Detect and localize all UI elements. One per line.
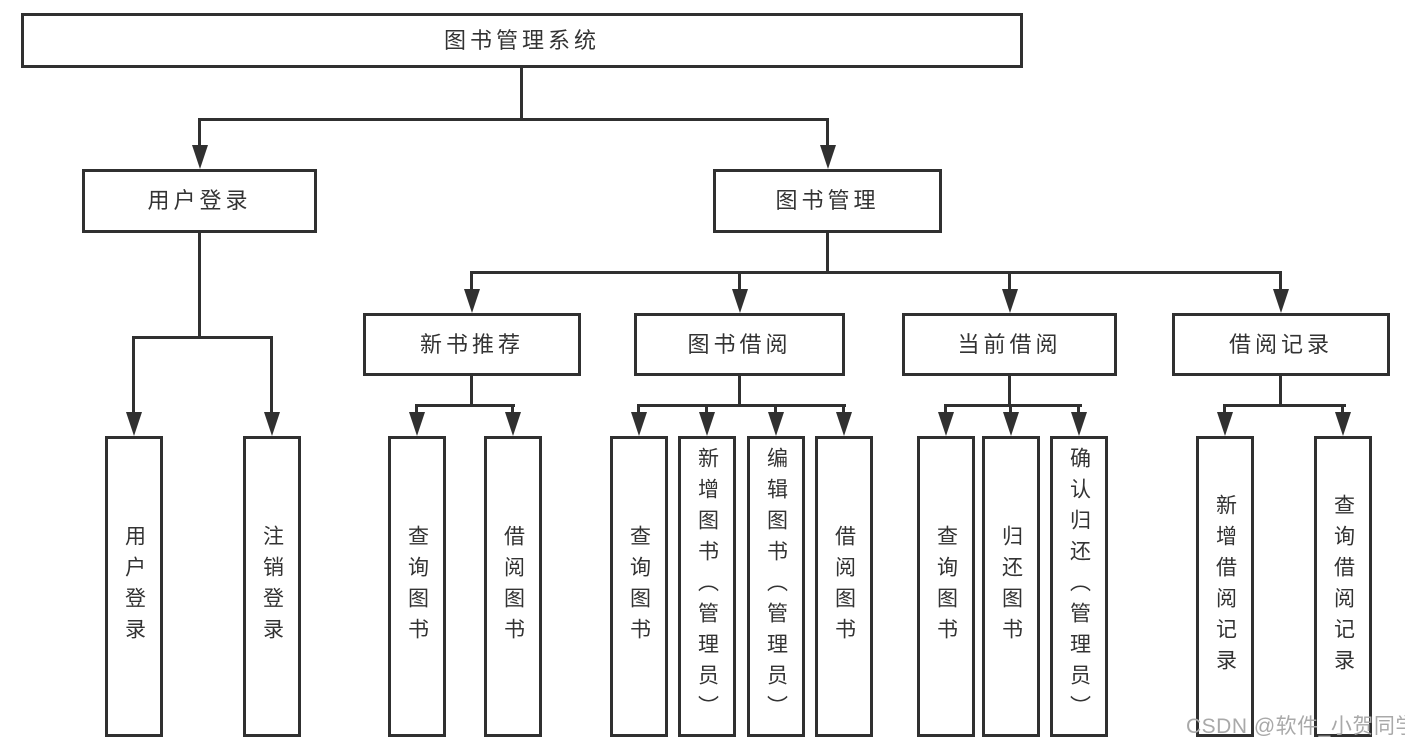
connector-line [198, 118, 829, 121]
leaf-return-books: 归还图书 [982, 436, 1040, 737]
leaf-borrow-books-borrowing-label: 借阅图书 [832, 524, 856, 649]
connector-line [415, 404, 418, 414]
leaf-borrow-books-recommend-label: 借阅图书 [501, 524, 525, 649]
connector-line [1279, 375, 1282, 407]
connector-line [842, 404, 845, 414]
arrow-down-icon [126, 412, 142, 436]
connector-line [198, 118, 201, 148]
leaf-query-books-borrowing-label: 查询图书 [627, 524, 651, 649]
arrow-down-icon [820, 145, 836, 169]
connector-line [520, 68, 523, 120]
connector-line [637, 404, 846, 407]
node-current-borrowing: 当前借阅 [902, 313, 1117, 376]
arrow-down-icon [732, 289, 748, 313]
connector-line [1223, 404, 1346, 407]
connector-line [944, 404, 947, 414]
arrow-down-icon [938, 412, 954, 436]
leaf-query-books-borrowing: 查询图书 [610, 436, 668, 737]
csdn-watermark: CSDN @软件_小贺同学 [1186, 715, 1405, 738]
connector-line [738, 271, 741, 292]
leaf-return-books-label: 归还图书 [999, 524, 1023, 649]
arrow-down-icon [192, 145, 208, 169]
connector-line [1008, 271, 1011, 292]
connector-line [1341, 404, 1344, 414]
node-book-borrowing: 图书借阅 [634, 313, 845, 376]
arrow-down-icon [1335, 412, 1351, 436]
connector-line [826, 118, 829, 148]
arrow-down-icon [699, 412, 715, 436]
node-new-book-recommendation: 新书推荐 [363, 313, 581, 376]
connector-line [637, 404, 640, 414]
node-book-management-label: 图书管理 [775, 188, 880, 213]
connector-line [1279, 271, 1282, 292]
connector-line [1223, 404, 1226, 414]
connector-line [270, 336, 273, 414]
arrow-down-icon [1273, 289, 1289, 313]
connector-line [470, 271, 473, 292]
leaf-user-login-label: 用户登录 [122, 524, 146, 649]
leaf-edit-books-admin-label: 编辑图书（管理员） [764, 447, 788, 726]
leaf-borrow-books-borrowing: 借阅图书 [815, 436, 873, 737]
node-current-borrowing-label: 当前借阅 [957, 331, 1062, 357]
connector-line [470, 375, 473, 407]
connector-line [944, 404, 1082, 407]
leaf-query-borrow-record: 查询借阅记录 [1314, 436, 1372, 737]
connector-line [511, 404, 514, 414]
leaf-query-books-recommend-label: 查询图书 [405, 524, 429, 649]
node-book-borrowing-label: 图书借阅 [687, 331, 792, 357]
arrow-down-icon [464, 289, 480, 313]
leaf-add-books-admin: 新增图书（管理员） [678, 436, 736, 737]
connector-line [826, 233, 829, 273]
arrow-down-icon [631, 412, 647, 436]
leaf-query-books-current-label: 查询图书 [934, 524, 958, 649]
leaf-confirm-return-admin-label: 确认归还（管理员） [1067, 447, 1091, 726]
arrow-down-icon [1217, 412, 1233, 436]
connector-line [132, 336, 273, 339]
arrow-down-icon [768, 412, 784, 436]
leaf-confirm-return-admin: 确认归还（管理员） [1050, 436, 1108, 737]
node-user-login: 用户登录 [82, 169, 317, 233]
arrow-down-icon [409, 412, 425, 436]
connector-line [198, 233, 201, 338]
arrow-down-icon [505, 412, 521, 436]
arrow-down-icon [836, 412, 852, 436]
node-book-management: 图书管理 [713, 169, 942, 233]
connector-line [132, 336, 135, 414]
leaf-edit-books-admin: 编辑图书（管理员） [747, 436, 805, 737]
connector-line [415, 404, 515, 407]
leaf-add-borrow-record: 新增借阅记录 [1196, 436, 1254, 737]
node-borrowing-records-label: 借阅记录 [1228, 331, 1333, 357]
leaf-user-login: 用户登录 [105, 436, 163, 737]
arrow-down-icon [264, 412, 280, 436]
leaf-query-books-current: 查询图书 [917, 436, 975, 737]
root-node-label: 图书管理系统 [443, 27, 600, 53]
connector-line [774, 404, 777, 414]
leaf-query-borrow-record-label: 查询借阅记录 [1331, 493, 1355, 680]
leaf-add-borrow-record-label: 新增借阅记录 [1213, 493, 1237, 680]
leaf-logout-label: 注销登录 [260, 524, 284, 649]
root-node-library-system: 图书管理系统 [21, 13, 1023, 68]
node-borrowing-records: 借阅记录 [1172, 313, 1390, 376]
connector-line [738, 375, 741, 407]
leaf-query-books-recommend: 查询图书 [388, 436, 446, 737]
arrow-down-icon [1002, 289, 1018, 313]
connector-line [1008, 375, 1011, 407]
node-new-book-recommendation-label: 新书推荐 [419, 331, 524, 357]
leaf-logout: 注销登录 [243, 436, 301, 737]
connector-line [470, 271, 1282, 274]
connector-line [1009, 404, 1012, 414]
arrow-down-icon [1003, 412, 1019, 436]
leaf-add-books-admin-label: 新增图书（管理员） [695, 447, 719, 726]
leaf-borrow-books-recommend: 借阅图书 [484, 436, 542, 737]
connector-line [705, 404, 708, 414]
connector-line [1077, 404, 1080, 414]
node-user-login-label: 用户登录 [147, 188, 252, 213]
arrow-down-icon [1071, 412, 1087, 436]
